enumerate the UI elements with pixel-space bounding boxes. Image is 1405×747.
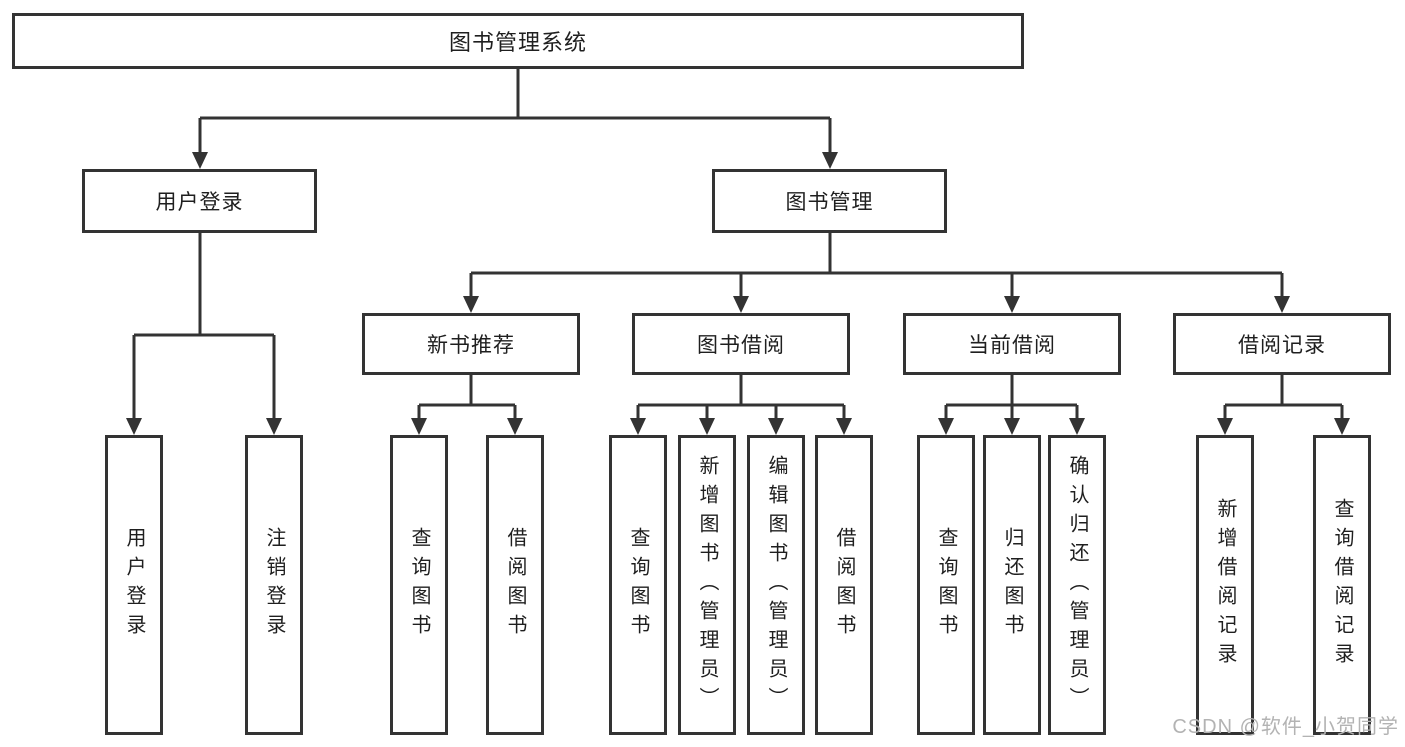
leaf-confirm-return-admin: 确认归还（管理员） [1048,435,1106,735]
leaf-borrow-books-recommend: 借阅图书 [486,435,544,735]
leaf-query-books-current: 查询图书 [917,435,975,735]
leaf-borrow-books: 借阅图书 [815,435,873,735]
node-book-management: 图书管理 [712,169,947,233]
leaf-query-borrow-record: 查询借阅记录 [1313,435,1371,735]
leaf-query-books-borrowing: 查询图书 [609,435,667,735]
csdn-watermark: CSDN @软件_小贺同学 [1172,716,1399,738]
node-new-book-recommendation: 新书推荐 [362,313,580,375]
leaf-add-books-admin: 新增图书（管理员） [678,435,736,735]
leaf-return-books: 归还图书 [983,435,1041,735]
leaf-edit-books-admin: 编辑图书（管理员） [747,435,805,735]
node-borrow-records: 借阅记录 [1173,313,1391,375]
node-current-borrowing: 当前借阅 [903,313,1121,375]
node-book-borrowing: 图书借阅 [632,313,850,375]
leaf-logout: 注销登录 [245,435,303,735]
leaf-query-books-recommend: 查询图书 [390,435,448,735]
node-library-management-system: 图书管理系统 [12,13,1024,69]
leaf-user-login: 用户登录 [105,435,163,735]
leaf-add-borrow-record: 新增借阅记录 [1196,435,1254,735]
node-user-login: 用户登录 [82,169,317,233]
